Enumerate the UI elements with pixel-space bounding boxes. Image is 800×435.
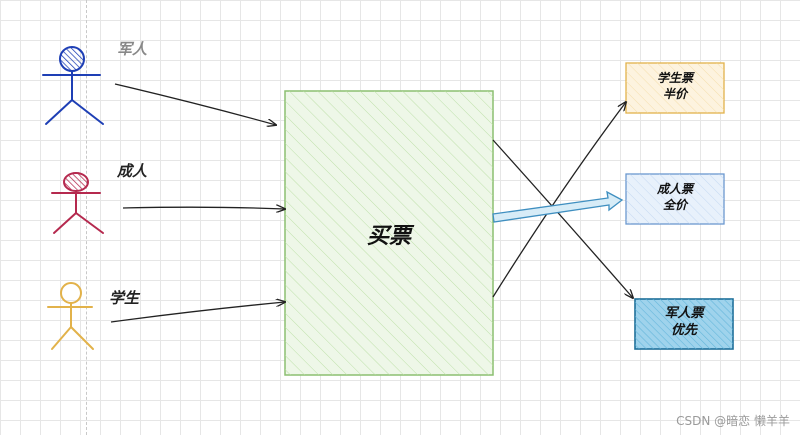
ticket-line2: 优先 <box>670 323 697 338</box>
ticket-label-student: 学生票 半价 <box>626 70 724 102</box>
actor-label-student: 学生 <box>109 287 139 308</box>
actor-soldier-figure <box>42 46 104 125</box>
ticket-line1: 学生票 <box>656 71 693 85</box>
ticket-label-adult: 成人票 全价 <box>626 181 724 213</box>
arrow-process-to-soldier-ticket <box>492 139 633 298</box>
actor-label-text: 学生 <box>109 289 140 307</box>
actor-label-text: 军人 <box>117 40 148 58</box>
footer-watermark: CSDN @暗恋 懒羊羊 <box>676 414 790 428</box>
ticket-line2: 半价 <box>662 87 687 101</box>
actor-label-text: 成人 <box>117 162 148 180</box>
arrow-adult-to-process <box>122 207 285 209</box>
arrow-soldier-to-process <box>114 83 276 125</box>
arrow-process-to-adult-ticket <box>492 190 624 223</box>
process-label: 买票 <box>366 224 411 249</box>
actor-adult-figure <box>51 172 104 234</box>
arrow-student-to-process <box>110 302 285 323</box>
actor-label-soldier: 军人 <box>117 38 147 59</box>
dashed-guide-line <box>86 0 87 435</box>
ticket-label-soldier: 军人票 优先 <box>635 305 733 339</box>
actor-student-figure <box>47 282 94 350</box>
ticket-line1: 成人票 <box>656 182 693 196</box>
actor-label-adult: 成人 <box>117 160 147 181</box>
arrow-process-to-student-ticket <box>492 102 626 298</box>
ticket-line2: 全价 <box>662 198 687 212</box>
ticket-line1: 军人票 <box>664 306 704 321</box>
